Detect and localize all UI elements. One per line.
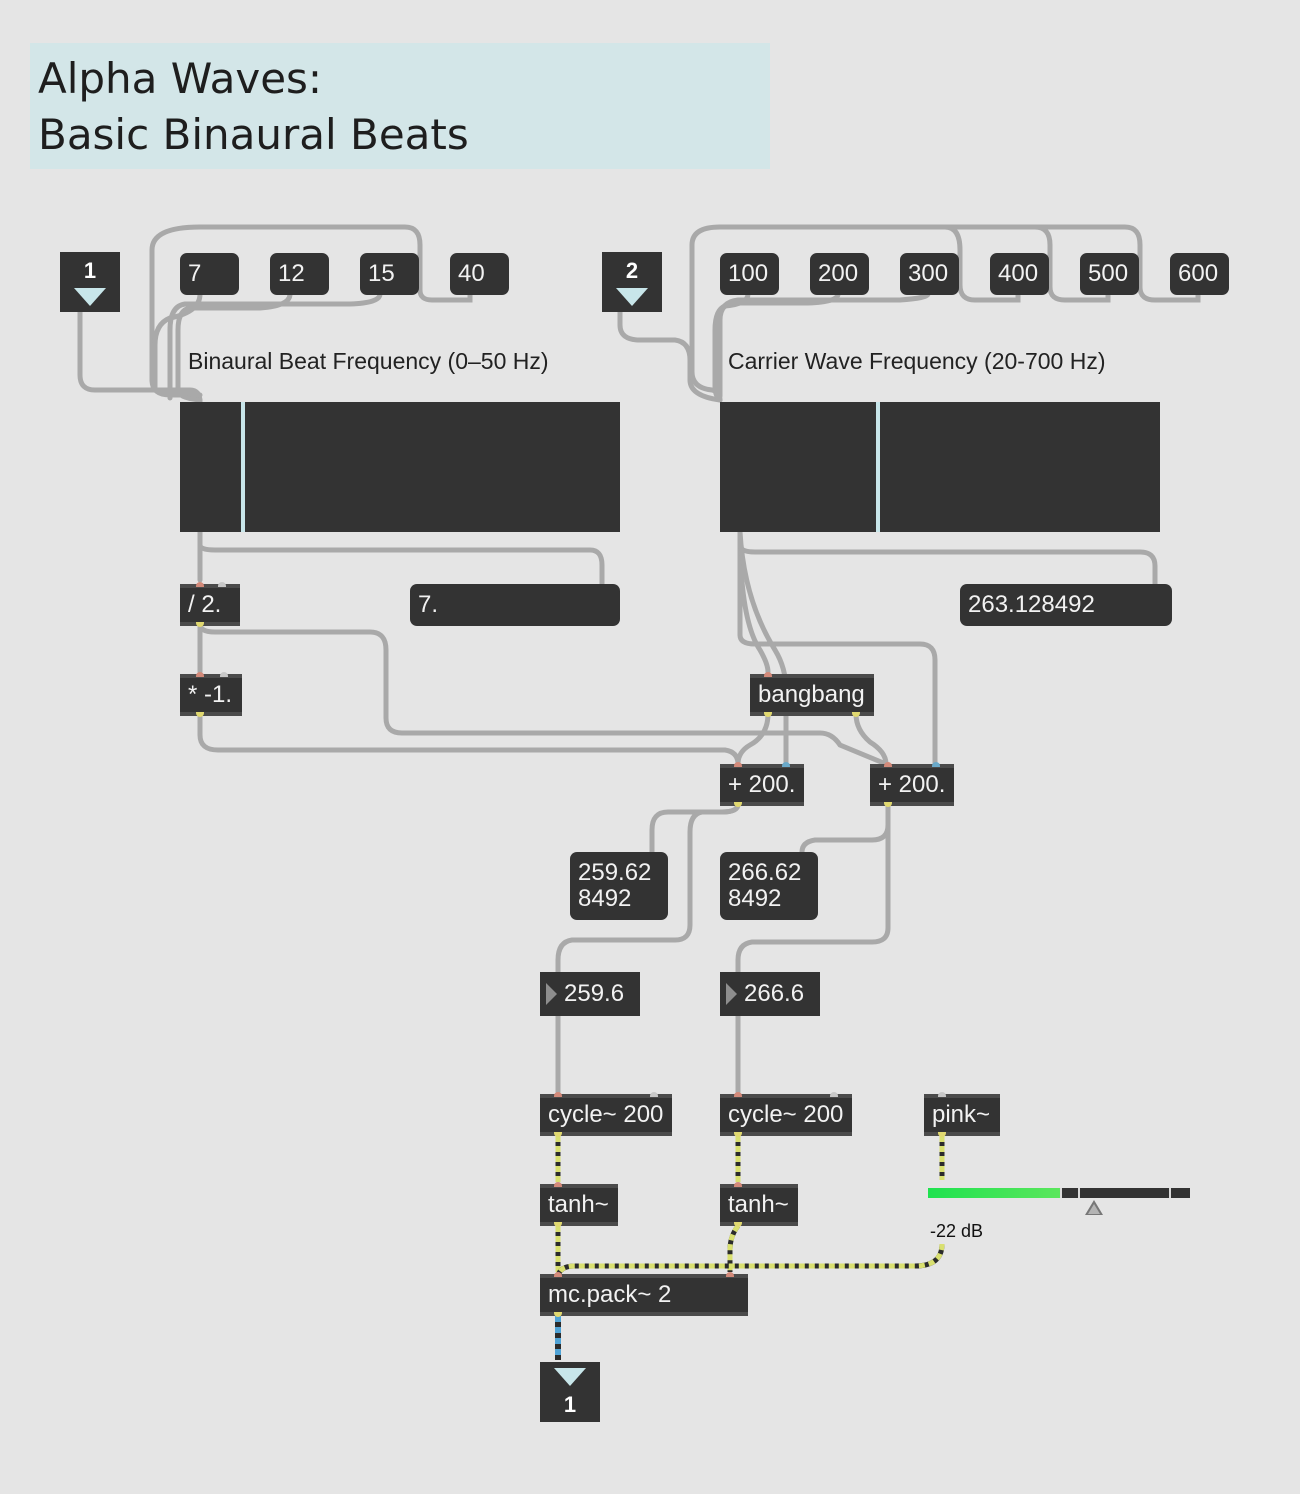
message-carrier-100[interactable]: 100 bbox=[720, 253, 779, 295]
message-beat-40[interactable]: 40 bbox=[450, 253, 509, 295]
outlet-port[interactable] bbox=[734, 1222, 742, 1227]
carrier-value-display[interactable]: 263.128492 bbox=[960, 584, 1172, 626]
left-frequency-result[interactable]: 259.62 8492 bbox=[570, 852, 668, 920]
inlet-2[interactable]: 2 bbox=[602, 252, 662, 312]
inlet-port[interactable] bbox=[554, 1272, 562, 1277]
right-frequency-number[interactable]: 266.6 bbox=[720, 972, 820, 1016]
outlet-port[interactable] bbox=[196, 712, 204, 717]
inlet-1[interactable]: 1 bbox=[60, 252, 120, 312]
outlet-port[interactable] bbox=[554, 1222, 562, 1227]
outlet-port[interactable] bbox=[884, 802, 892, 807]
outlet-port[interactable] bbox=[196, 622, 204, 627]
inlet-port[interactable] bbox=[196, 672, 204, 677]
tanh-left-object[interactable]: tanh~ bbox=[540, 1184, 618, 1226]
message-carrier-300[interactable]: 300 bbox=[900, 253, 959, 295]
inlet-port[interactable] bbox=[196, 582, 204, 587]
carrier-frequency-label: Carrier Wave Frequency (20-700 Hz) bbox=[728, 348, 1106, 374]
inlet-2-number: 2 bbox=[625, 258, 639, 283]
beat-frequency-slider[interactable] bbox=[180, 402, 620, 532]
outlet-port[interactable] bbox=[734, 802, 742, 807]
left-frequency-number[interactable]: 259.6 bbox=[540, 972, 640, 1016]
inlet-port[interactable] bbox=[726, 1272, 734, 1277]
tanh-right-object[interactable]: tanh~ bbox=[720, 1184, 798, 1226]
gain-meter[interactable] bbox=[928, 1188, 1190, 1198]
inlet-port[interactable] bbox=[218, 582, 226, 587]
negate-object[interactable]: * -1. bbox=[180, 674, 242, 716]
inlet-1-number: 1 bbox=[83, 258, 97, 283]
beat-value-display[interactable]: 7. bbox=[410, 584, 620, 626]
left-frequency-value: 259.6 bbox=[564, 980, 625, 1007]
outlet-1[interactable]: 1 bbox=[540, 1362, 600, 1422]
inlet-port[interactable] bbox=[734, 1092, 742, 1097]
outlet-port[interactable] bbox=[554, 1132, 562, 1137]
message-carrier-500[interactable]: 500 bbox=[1080, 253, 1139, 295]
number-arrow-icon bbox=[726, 983, 737, 1005]
outlet-port[interactable] bbox=[734, 1132, 742, 1137]
inlet-port[interactable] bbox=[650, 1092, 658, 1097]
outlet-port[interactable] bbox=[764, 712, 772, 717]
inlet-port[interactable] bbox=[734, 762, 742, 767]
meter-tick bbox=[1078, 1188, 1080, 1198]
message-beat-15[interactable]: 15 bbox=[360, 253, 419, 295]
outlet-port[interactable] bbox=[938, 1132, 946, 1137]
outlet-port[interactable] bbox=[852, 712, 860, 717]
title-comment bbox=[30, 43, 770, 169]
inlet-port[interactable] bbox=[830, 1092, 838, 1097]
inlet-port[interactable] bbox=[220, 672, 228, 677]
inlet-arrow-icon bbox=[616, 288, 648, 306]
bangbang-object[interactable]: bangbang bbox=[750, 674, 874, 716]
title-line-2: Basic Binaural Beats bbox=[38, 110, 469, 159]
meter-tick bbox=[1060, 1188, 1062, 1198]
message-beat-12[interactable]: 12 bbox=[270, 253, 329, 295]
add-right-object[interactable]: + 200. bbox=[870, 764, 954, 806]
pink-noise-object[interactable]: pink~ bbox=[924, 1094, 1000, 1136]
message-carrier-600[interactable]: 600 bbox=[1170, 253, 1229, 295]
inlet-port[interactable] bbox=[884, 762, 892, 767]
slider-thumb[interactable] bbox=[241, 402, 245, 532]
beat-frequency-label: Binaural Beat Frequency (0–50 Hz) bbox=[188, 348, 549, 374]
right-frequency-result[interactable]: 266.62 8492 bbox=[720, 852, 818, 920]
gain-db-label: -22 dB bbox=[930, 1221, 984, 1241]
inlet-port[interactable] bbox=[938, 1092, 946, 1097]
gain-meter-fill bbox=[928, 1188, 1062, 1198]
outlet-1-number: 1 bbox=[563, 1392, 577, 1417]
carrier-frequency-slider[interactable] bbox=[720, 402, 1160, 532]
inlet-port[interactable] bbox=[554, 1182, 562, 1187]
inlet-port[interactable] bbox=[932, 762, 940, 767]
inlet-port[interactable] bbox=[734, 1182, 742, 1187]
cycle-right-object[interactable]: cycle~ 200 bbox=[720, 1094, 852, 1136]
cycle-left-object[interactable]: cycle~ 200 bbox=[540, 1094, 672, 1136]
inlet-arrow-icon bbox=[74, 288, 106, 306]
gain-handle-inner bbox=[1088, 1204, 1100, 1214]
meter-tick bbox=[1169, 1188, 1171, 1198]
outlet-arrow-icon bbox=[554, 1368, 586, 1386]
add-left-object[interactable]: + 200. bbox=[720, 764, 804, 806]
inlet-port[interactable] bbox=[782, 762, 790, 767]
number-arrow-icon bbox=[546, 983, 557, 1005]
inlet-port[interactable] bbox=[554, 1092, 562, 1097]
outlet-port[interactable] bbox=[554, 1312, 562, 1317]
divide-object[interactable]: / 2. bbox=[180, 584, 240, 626]
slider-thumb[interactable] bbox=[876, 402, 880, 532]
mc-pack-object[interactable]: mc.pack~ 2 bbox=[540, 1274, 748, 1316]
message-carrier-200[interactable]: 200 bbox=[810, 253, 869, 295]
title-line-1: Alpha Waves: bbox=[38, 54, 323, 103]
right-frequency-value: 266.6 bbox=[744, 980, 805, 1007]
message-carrier-400[interactable]: 400 bbox=[990, 253, 1049, 295]
inlet-port[interactable] bbox=[764, 672, 772, 677]
message-beat-7[interactable]: 7 bbox=[180, 253, 239, 295]
